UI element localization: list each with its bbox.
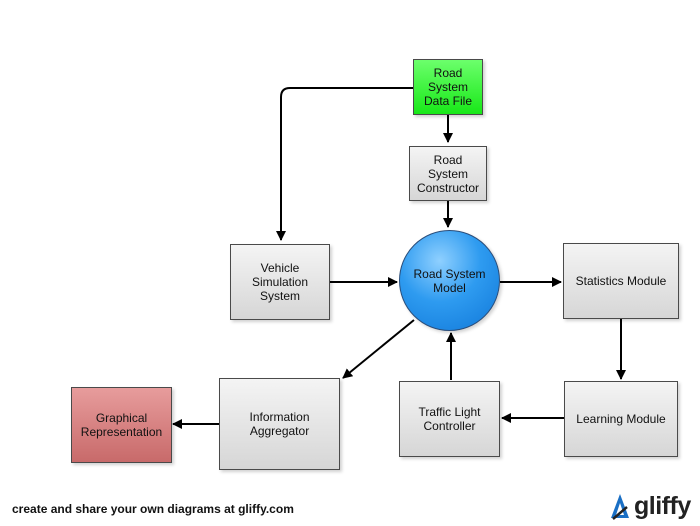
statistics-label: Statistics Module: [575, 274, 667, 288]
learning-module-node: Learning Module: [564, 381, 678, 457]
graphical-label: Graphical Representation: [80, 411, 163, 439]
vehicle-sim-label: Vehicle Simulation System: [251, 261, 309, 303]
learning-label: Learning Module: [576, 412, 666, 426]
data-file-label: Road System Data File: [423, 66, 473, 108]
gliffy-logo[interactable]: gliffy: [608, 490, 696, 522]
traffic-light-controller-node: Traffic Light Controller: [399, 381, 500, 457]
arrow-model-to-aggregator: [342, 319, 415, 379]
footer-promo-text[interactable]: create and share your own diagrams at gl…: [12, 502, 294, 516]
road-system-data-file-node: Road System Data File: [413, 59, 483, 115]
road-system-constructor-node: Road System Constructor: [409, 146, 487, 201]
road-model-label: Road System Model: [413, 266, 486, 295]
aggregator-label: Information Aggregator: [249, 410, 310, 438]
gliffy-logo-text: gliffy: [634, 491, 691, 520]
traffic-light-label: Traffic Light Controller: [418, 405, 481, 433]
information-aggregator-node: Information Aggregator: [219, 378, 340, 470]
road-system-model-node: Road System Model: [399, 230, 500, 331]
graphical-representation-node: Graphical Representation: [71, 387, 172, 463]
gliffy-logo-icon: [611, 494, 629, 520]
constructor-label: Road System Constructor: [416, 152, 480, 195]
statistics-module-node: Statistics Module: [563, 243, 679, 319]
arrow-datafile-to-vehicle: [276, 87, 413, 241]
vehicle-simulation-node: Vehicle Simulation System: [230, 244, 330, 320]
